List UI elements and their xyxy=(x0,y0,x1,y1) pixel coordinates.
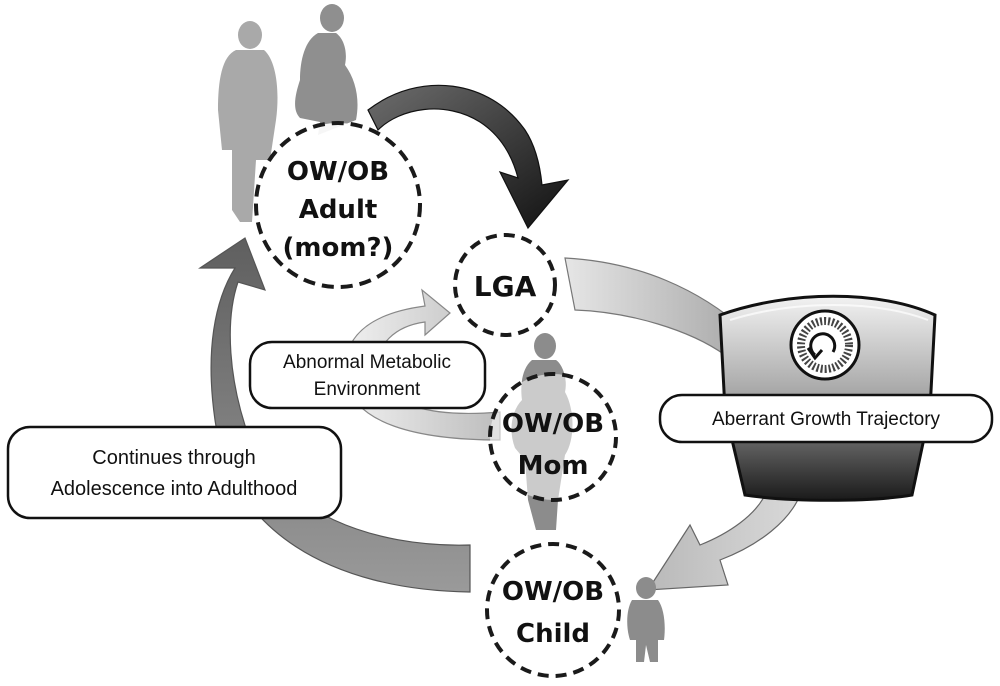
child-node-line1: OW/OB xyxy=(502,577,604,607)
child-node: OW/OB Child xyxy=(485,542,621,678)
adult-node-line3: (mom?) xyxy=(283,233,394,263)
mom-node: OW/OB Mom xyxy=(488,372,618,502)
adult-node: OW/OB Adult (mom?) xyxy=(254,121,422,289)
adult-node-line2: Adult xyxy=(299,195,378,225)
lga-node-label: LGA xyxy=(474,270,537,303)
mom-node-line2: Mom xyxy=(518,451,589,481)
continues-line1: Continues through xyxy=(92,447,255,469)
lga-node: LGA xyxy=(453,233,557,337)
adult-to-lga-arrow xyxy=(367,84,570,230)
lga-to-scale-arrow xyxy=(564,257,746,356)
scale-to-child-arrow xyxy=(646,494,801,591)
continues-line2: Adolescence into Adulthood xyxy=(51,478,298,500)
continues-box: Continues through Adolescence into Adult… xyxy=(6,425,343,520)
adult-women-silhouette xyxy=(218,21,278,222)
abnormal-environment-box: Abnormal Metabolic Environment xyxy=(248,340,487,410)
pregnant-woman-silhouette-top xyxy=(295,4,358,135)
child-silhouette xyxy=(627,577,665,662)
abnormal-environment-line2: Environment xyxy=(314,379,421,400)
mom-node-line1: OW/OB xyxy=(502,409,604,439)
child-node-line2: Child xyxy=(516,619,590,649)
aberrant-growth-label: Aberrant Growth Trajectory xyxy=(712,409,941,430)
adult-node-line1: OW/OB xyxy=(287,157,389,187)
aberrant-growth-box: Aberrant Growth Trajectory xyxy=(658,393,994,444)
abnormal-environment-line1: Abnormal Metabolic xyxy=(283,352,451,373)
